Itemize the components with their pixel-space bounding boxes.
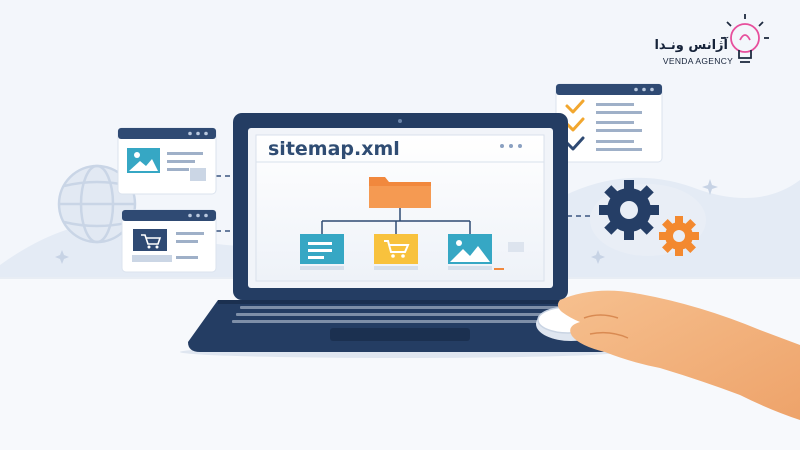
hand-with-mouse [536,290,800,420]
image-icon [127,148,160,173]
hand-icon [557,290,800,420]
checklist-icon [565,99,585,151]
checklist-card [555,83,663,163]
sitemap-tree [300,177,524,270]
globe-icon [57,164,137,244]
image-node-icon [448,234,492,270]
page-card-image [117,127,217,195]
gear-icon-small [659,216,699,256]
logo-name-en: VENDA AGENCY [662,56,734,66]
cart-icon [133,229,167,251]
browser-url-text: sitemap.xml [268,138,400,160]
logo-name-fa: آژانس ونـدا [654,38,728,53]
document-icon [300,234,344,270]
lightbulb-icon [721,14,769,63]
keyboard [232,306,568,323]
folder-icon [369,177,431,208]
page-card-cart [121,209,217,273]
gear-icon [599,180,659,240]
gears [590,180,706,256]
cart-node-icon [374,234,418,270]
